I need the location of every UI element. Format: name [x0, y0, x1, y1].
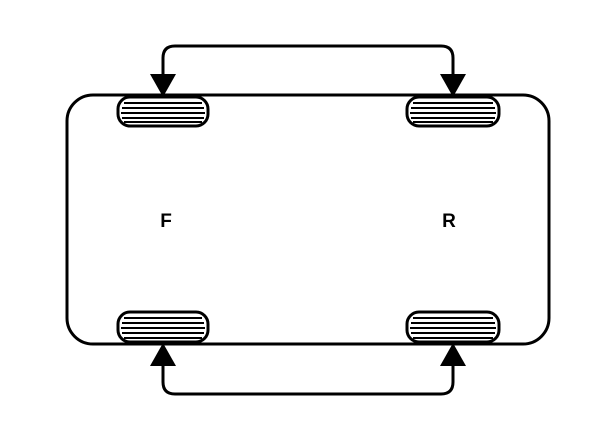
car-body-outline — [65, 93, 551, 346]
tire-rear-right — [405, 310, 501, 344]
tire-front-left — [116, 95, 210, 128]
tire-rear-left — [405, 95, 501, 128]
arrow-head-top-left — [150, 74, 176, 97]
arrow-head-top-right — [440, 74, 466, 97]
rear-label: R — [442, 211, 456, 232]
rotation-arrow-top — [150, 44, 466, 97]
rotation-arrow-bottom — [150, 343, 466, 396]
arrow-head-bottom-left — [150, 343, 176, 366]
arrow-head-bottom-right — [440, 343, 466, 366]
front-label: F — [160, 211, 172, 232]
tire-front-right — [116, 310, 210, 344]
